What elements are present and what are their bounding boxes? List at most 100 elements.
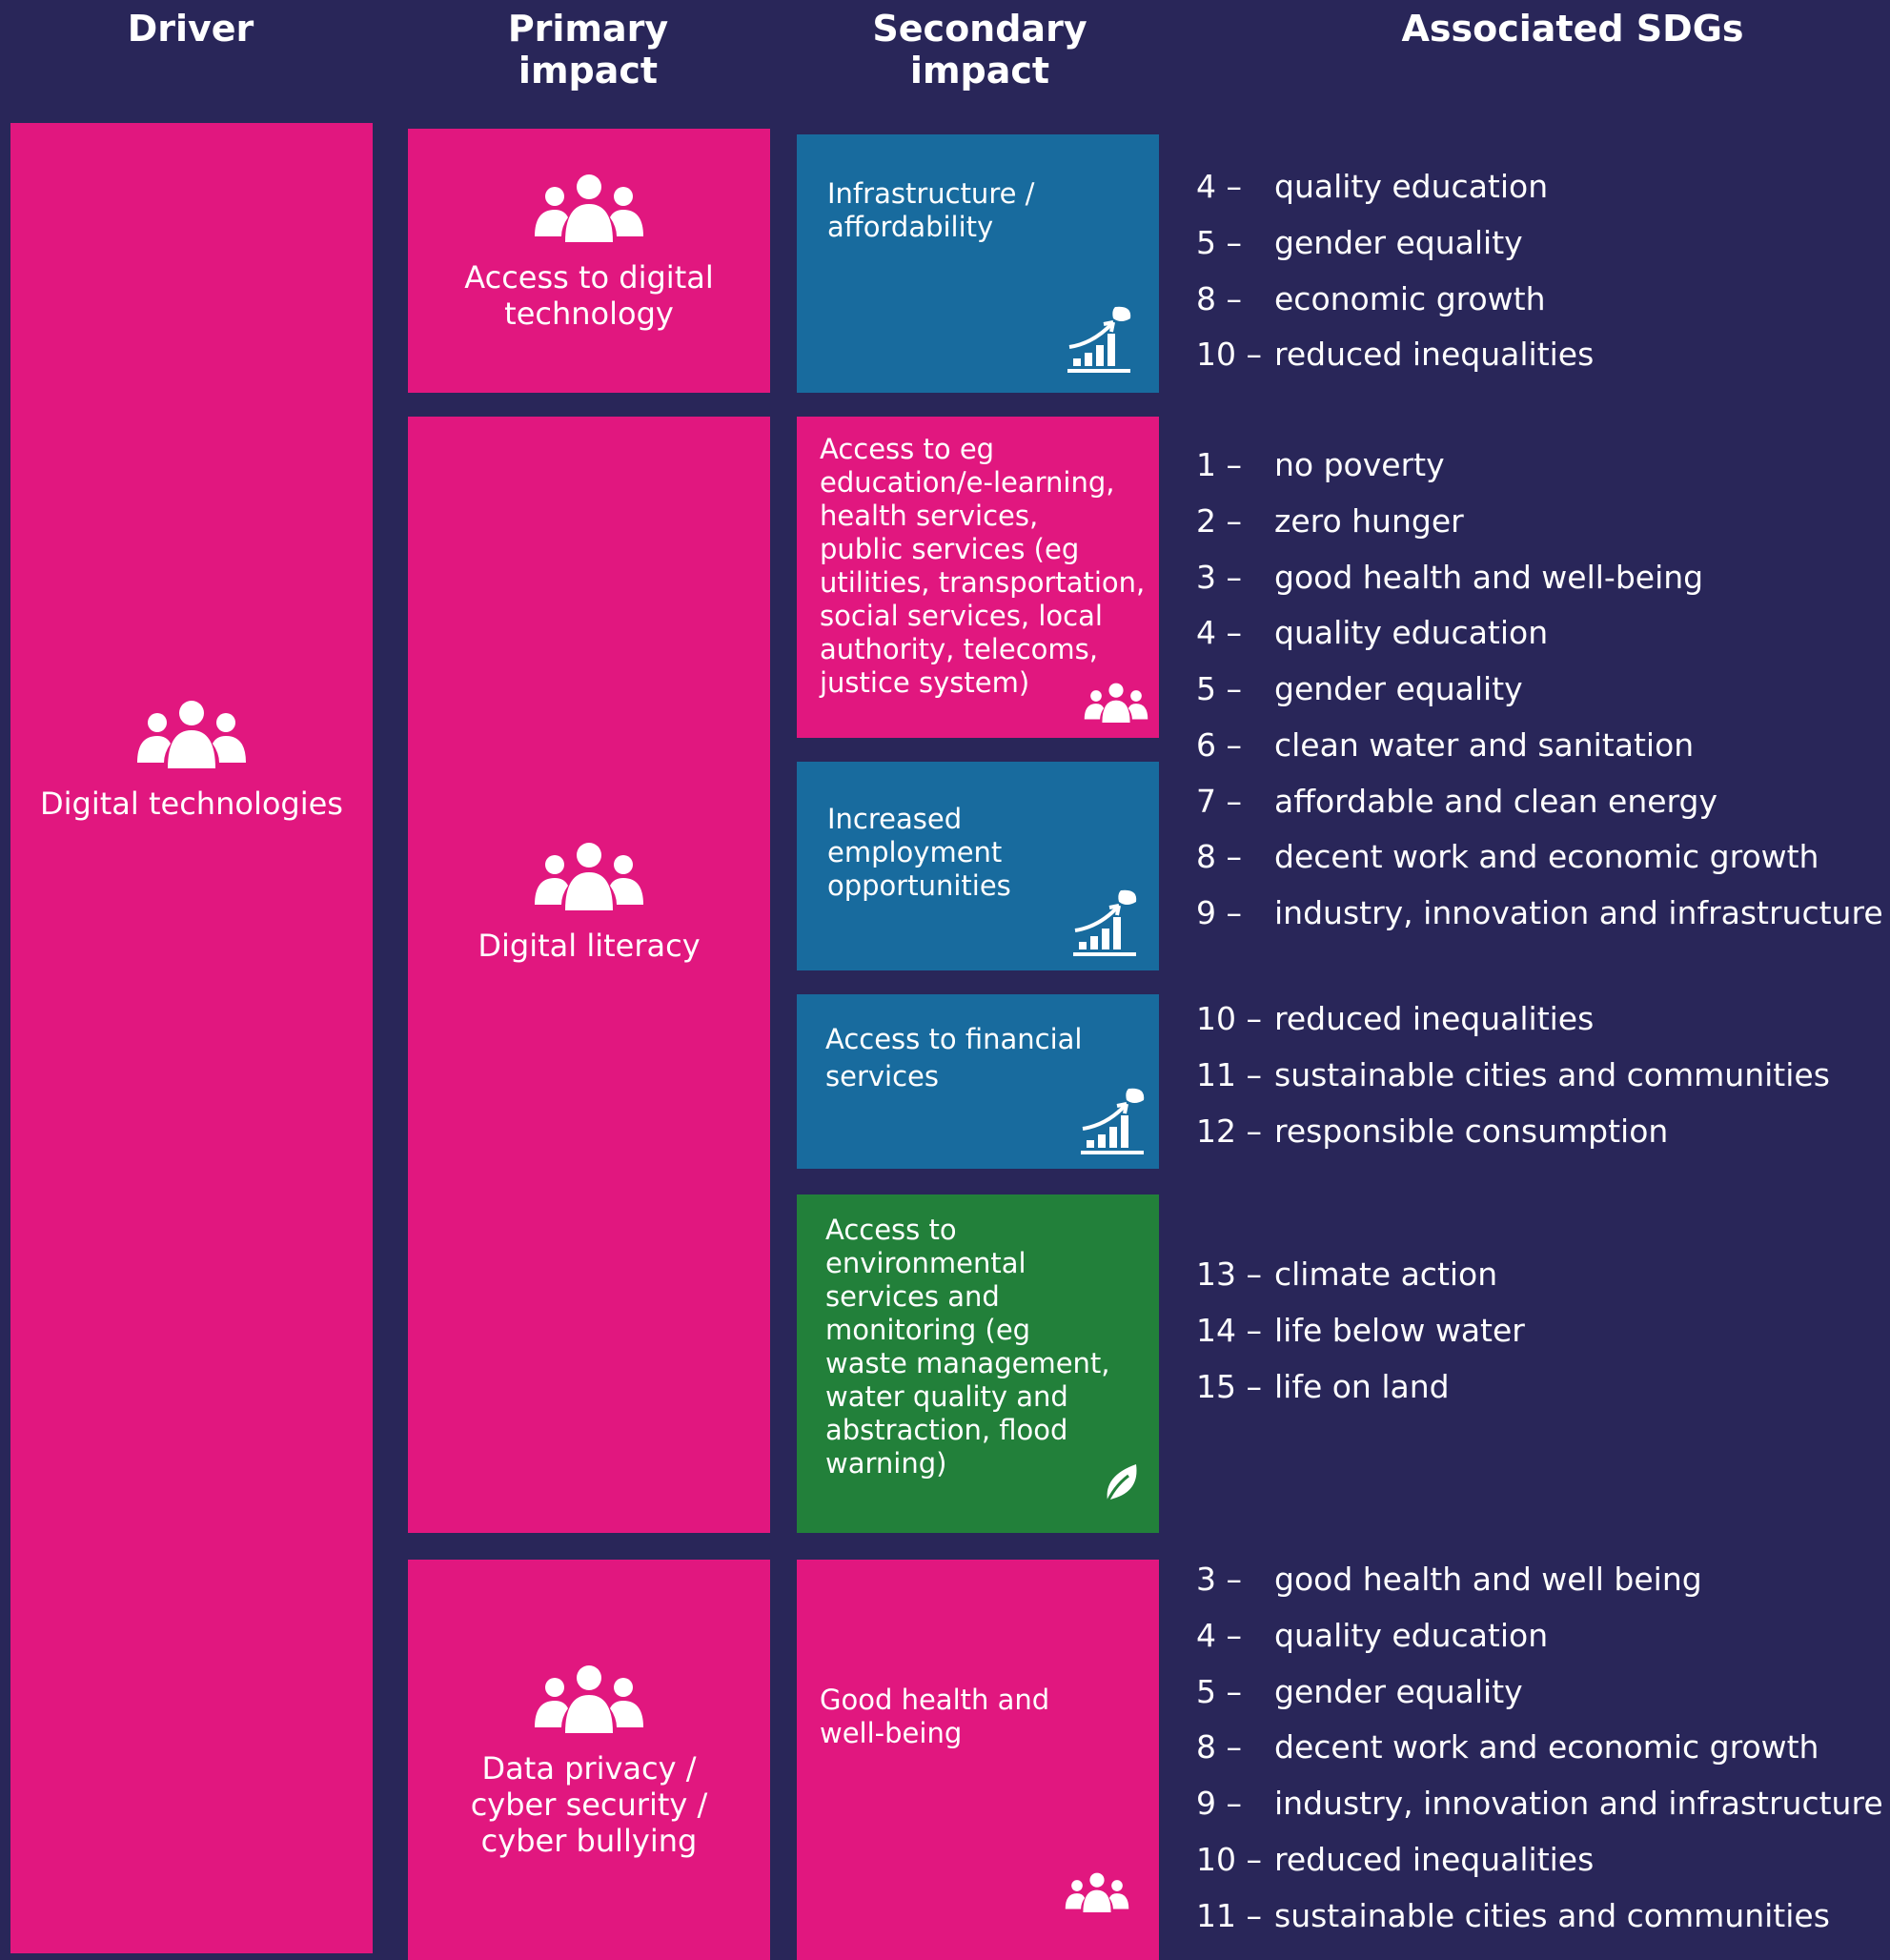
sdg-label: decent work and economic growth xyxy=(1274,1728,1819,1766)
sdg-label: sustainable cities and communities xyxy=(1274,1055,1830,1093)
sdg-item: 15 – life on land xyxy=(1196,1368,1525,1424)
sdg-item: 4 – quality education xyxy=(1196,614,1883,670)
sdg-label: good health and well-being xyxy=(1274,558,1704,596)
sdg-label: industry, innovation and infrastructure xyxy=(1274,894,1883,931)
header-associated-sdgs: Associated SDGs xyxy=(1401,8,1744,50)
sdg-label: quality education xyxy=(1274,168,1549,205)
sdg-number: 10 – xyxy=(1196,336,1262,374)
sdg-number: 12 – xyxy=(1196,1112,1262,1150)
sdg-item: 7 –affordable and clean energy xyxy=(1196,783,1883,839)
header-driver: Driver xyxy=(127,8,254,50)
sdg-label: reduced inequalities xyxy=(1274,1000,1595,1037)
sdg-number: 8 – xyxy=(1196,1728,1242,1766)
sdg-item: 3 – good health and well being xyxy=(1196,1561,1883,1617)
sdg-label: economic growth xyxy=(1274,279,1546,317)
sdg-item: 14 –life below water xyxy=(1196,1312,1525,1368)
sdg-number: 3 – xyxy=(1196,1561,1242,1598)
sdg-number: 8 – xyxy=(1196,838,1242,876)
sdg-number: 8 – xyxy=(1196,279,1242,317)
sdg-label: climate action xyxy=(1274,1256,1498,1293)
sdg-number: 4 – xyxy=(1196,168,1242,205)
sdg-label: gender equality xyxy=(1274,670,1523,707)
secondary-label: Access to eg education/e-learning, healt… xyxy=(820,433,1146,699)
sdg-item: 4 – quality education xyxy=(1196,168,1594,224)
sdg-label: zero hunger xyxy=(1274,501,1464,540)
secondary-box-financial: Access to financial services xyxy=(797,994,1159,1169)
sdg-number: 5 – xyxy=(1196,670,1242,707)
sdg-label: life on land xyxy=(1274,1367,1450,1405)
sdg-label: affordable and clean energy xyxy=(1274,782,1718,820)
primary-box-privacy: Data privacy / cyber security / cyber bu… xyxy=(408,1560,770,1960)
sdg-label: good health and well being xyxy=(1274,1561,1702,1598)
people-icon xyxy=(535,843,643,910)
header-primary-impact: Primary impact xyxy=(507,8,669,92)
sdg-item: 12 – responsible consumption xyxy=(1196,1113,1830,1169)
sdg-number: 11 – xyxy=(1196,1055,1262,1093)
sdg-list: 4 –quality education 5 –gender equality … xyxy=(1196,168,1594,392)
sdg-label: reduced inequalities xyxy=(1274,336,1595,374)
sdg-item: 8 – decent work and economic growth xyxy=(1196,1728,1883,1785)
sdg-label: gender equality xyxy=(1274,1672,1523,1710)
secondary-label: Increased employment opportunities xyxy=(827,803,1011,902)
sdg-item: 3 – good health and well-being xyxy=(1196,559,1883,615)
sdg-item: 2 –zero hunger xyxy=(1196,502,1883,559)
sdg-item: 11 –sustainable cities and communities xyxy=(1196,1897,1883,1953)
sdg-label: clean water and sanitation xyxy=(1274,725,1695,764)
sdg-number: 15 – xyxy=(1196,1367,1262,1405)
sdg-item: 8 – decent work and economic growth xyxy=(1196,838,1883,894)
sdg-number: 4 – xyxy=(1196,614,1242,652)
sdg-number: 10 – xyxy=(1196,1000,1262,1037)
sdg-list: 10 – reduced inequalities 11 – sustainable… xyxy=(1196,1000,1830,1168)
sdg-item: 10 – reduced inequalities xyxy=(1196,1841,1883,1897)
secondary-label: Infrastructure / affordability xyxy=(827,177,1035,243)
secondary-box-infrastructure: Infrastructure / affordability xyxy=(797,134,1159,393)
sdg-item: 11 – sustainable cities and communities xyxy=(1196,1056,1830,1113)
secondary-box-employment: Increased employment opportunities xyxy=(797,762,1159,970)
header-secondary-impact: Secondary impact xyxy=(872,8,1087,92)
sdg-item: 6 –clean water and sanitation xyxy=(1196,726,1883,783)
primary-box-literacy: Digital literacy xyxy=(408,417,770,1533)
sdg-label: gender equality xyxy=(1274,223,1523,261)
people-icon xyxy=(137,701,246,768)
sdg-number: 14 – xyxy=(1196,1311,1262,1349)
sdg-number: 4 – xyxy=(1196,1616,1242,1654)
people-icon xyxy=(1065,1872,1129,1912)
sdg-item: 4 – quality education xyxy=(1196,1617,1883,1673)
sdg-item: 9 – industry, innovation and infrastructu… xyxy=(1196,894,1883,950)
sdg-number: 5 – xyxy=(1196,223,1242,261)
sdg-label: reduced inequalities xyxy=(1274,1840,1595,1878)
sdg-label: quality education xyxy=(1274,614,1549,652)
sdg-label: decent work and economic growth xyxy=(1274,838,1819,876)
sdg-number: 1 – xyxy=(1196,446,1242,483)
secondary-label: Access to environmental services and mon… xyxy=(825,1214,1110,1480)
sdg-number: 10 – xyxy=(1196,1840,1262,1878)
primary-box-access: Access to digital technology xyxy=(408,129,770,393)
people-icon xyxy=(535,1665,643,1733)
people-icon xyxy=(1084,683,1148,723)
sdg-label: sustainable cities and communities xyxy=(1274,1896,1830,1934)
sdg-item: 13 –climate action xyxy=(1196,1256,1525,1312)
sdg-label: quality education xyxy=(1274,1616,1549,1654)
sdg-item: 9 – industry, innovation and infrastructu… xyxy=(1196,1785,1883,1841)
secondary-box-access-services: Access to eg education/e-learning, healt… xyxy=(797,417,1159,738)
sdg-number: 9 – xyxy=(1196,1785,1242,1822)
sdg-item: 10 – reduced inequalities xyxy=(1196,336,1594,392)
sdg-label: industry, innovation and infrastructure xyxy=(1274,1785,1883,1822)
sdg-item: 5 – gender equality xyxy=(1196,670,1883,726)
primary-label: Data privacy / cyber security / cyber bu… xyxy=(470,1750,708,1859)
secondary-label: Good health and well-being xyxy=(820,1684,1050,1749)
growth-chart-icon xyxy=(1073,889,1137,956)
growth-chart-icon xyxy=(1067,306,1131,373)
sdg-label: no poverty xyxy=(1274,446,1445,483)
sdg-item: 5 –gender equality xyxy=(1196,1673,1883,1729)
sdg-item: 8 – economic growth xyxy=(1196,280,1594,337)
driver-box: Digital technologies xyxy=(10,123,373,1953)
sdg-number: 9 – xyxy=(1196,894,1242,931)
sdg-item: 1 – no poverty xyxy=(1196,446,1883,502)
sdg-list: 1 – no poverty 2 –zero hunger 3 – good hea… xyxy=(1196,446,1883,950)
sdg-number: 3 – xyxy=(1196,558,1242,596)
growth-chart-icon xyxy=(1081,1088,1145,1154)
sdg-list: 3 – good health and well being 4 – quality… xyxy=(1196,1561,1883,1952)
primary-label: Digital literacy xyxy=(478,928,701,964)
sdg-label: responsible consumption xyxy=(1274,1112,1669,1150)
